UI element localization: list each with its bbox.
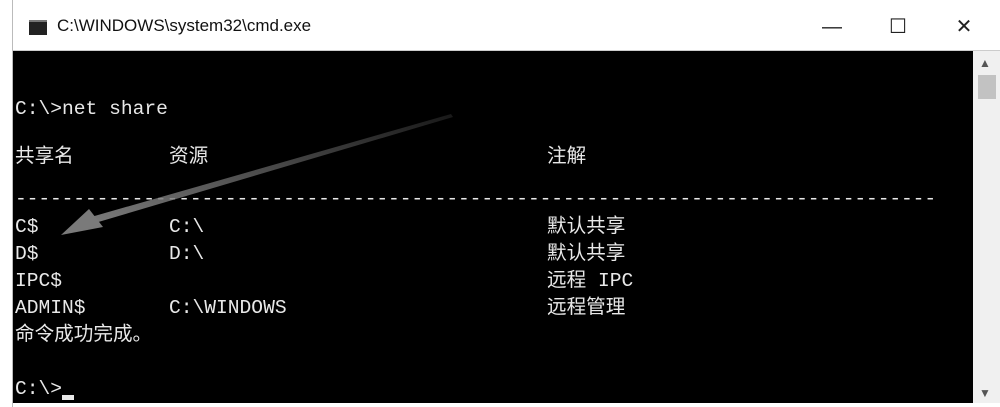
share-name: ADMIN$ bbox=[15, 297, 86, 319]
text-cursor bbox=[62, 395, 75, 400]
table-row: C$ C:\ 默认共享 bbox=[15, 215, 965, 239]
prompt-line: C:\> bbox=[15, 377, 75, 401]
cmd-window: C:\WINDOWS\system32\cmd.exe — ☐ ✕ C:\>ne… bbox=[12, 0, 1000, 407]
close-button[interactable]: ✕ bbox=[955, 16, 973, 38]
header-remark: 注解 bbox=[547, 146, 587, 168]
header-resource: 资源 bbox=[169, 146, 209, 168]
scroll-up-icon[interactable]: ▲ bbox=[979, 56, 991, 70]
table-row: IPC$ 远程 IPC bbox=[15, 269, 965, 293]
status-message: 命令成功完成。 bbox=[15, 324, 153, 346]
vertical-scrollbar[interactable]: ▲ ▼ bbox=[973, 51, 1000, 403]
header-row: 共享名 资源 注解 bbox=[15, 145, 965, 169]
header-name: 共享名 bbox=[15, 146, 74, 168]
maximize-button[interactable]: ☐ bbox=[889, 16, 907, 38]
arrow-shaft bbox=[91, 114, 453, 223]
share-resource: C:\ bbox=[169, 216, 205, 238]
command-line: C:\>net share bbox=[15, 98, 168, 120]
scroll-down-icon[interactable]: ▼ bbox=[979, 386, 991, 400]
share-remark: 默认共享 bbox=[547, 243, 626, 265]
share-name: IPC$ bbox=[15, 270, 63, 292]
share-resource: D:\ bbox=[169, 243, 205, 265]
title-bar[interactable]: C:\WINDOWS\system32\cmd.exe — ☐ ✕ bbox=[13, 0, 1000, 51]
scrollbar-thumb[interactable] bbox=[978, 75, 996, 99]
annotation-arrow bbox=[61, 114, 453, 235]
divider: ----------------------------------------… bbox=[15, 188, 936, 210]
table-row: ADMIN$ C:\WINDOWS 远程管理 bbox=[15, 296, 965, 320]
minimize-button[interactable]: — bbox=[822, 16, 842, 38]
console-output[interactable]: C:\>net share 共享名 资源 注解 ----------------… bbox=[13, 51, 973, 403]
share-remark: 远程 IPC bbox=[547, 270, 634, 292]
window-title: C:\WINDOWS\system32\cmd.exe bbox=[57, 16, 312, 35]
prompt: C:\> bbox=[15, 378, 63, 400]
cmd-icon bbox=[29, 20, 47, 35]
table-row: D$ D:\ 默认共享 bbox=[15, 242, 965, 266]
share-name: D$ bbox=[15, 243, 39, 265]
share-name: C$ bbox=[15, 216, 39, 238]
share-remark: 默认共享 bbox=[547, 216, 626, 238]
share-resource: C:\WINDOWS bbox=[169, 297, 287, 319]
arrow-head bbox=[61, 209, 103, 235]
share-remark: 远程管理 bbox=[547, 297, 626, 319]
